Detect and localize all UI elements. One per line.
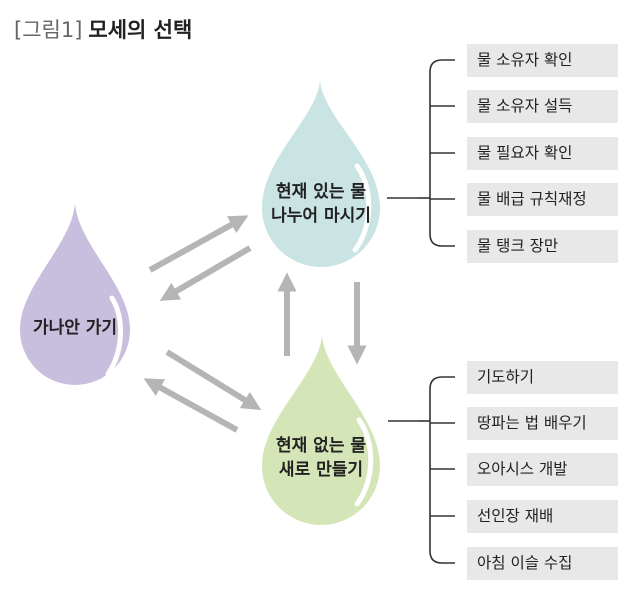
arrow-left-to-top	[148, 215, 249, 273]
bottom-item-3: 오아시스 개발	[467, 453, 618, 486]
drop-left-highlight	[105, 295, 123, 377]
top-item-4: 물 배급 규칙재정	[467, 183, 618, 216]
drop-top-highlight	[352, 163, 372, 253]
bottom-item-1: 기도하기	[467, 361, 618, 394]
node-bottom-line-2: 새로 만들기	[278, 460, 364, 480]
node-top-label: 현재 있는 물 나누어 마시기	[271, 180, 371, 228]
figure-number: [그림1]	[14, 18, 83, 42]
node-left-line-1: 가나안 가기	[32, 318, 118, 338]
drop-bottom	[262, 335, 380, 525]
top-item-1: 물 소유자 확인	[467, 44, 618, 77]
node-top-line-2: 나누어 마시기	[271, 206, 371, 226]
drop-bottom-highlight	[354, 417, 374, 507]
node-top-line-1: 현재 있는 물	[275, 182, 367, 202]
node-bottom-label: 현재 없는 물 새로 만들기	[276, 434, 366, 482]
bottom-item-4: 선인장 재배	[467, 500, 618, 533]
bottom-item-5: 아침 이슬 수집	[467, 547, 618, 580]
bracket-top	[387, 59, 455, 247]
node-left-label: 가나안 가기	[33, 316, 117, 340]
figure-title: [그림1]모세의 선택	[14, 14, 192, 44]
top-item-2: 물 소유자 설득	[467, 90, 618, 123]
drop-left	[20, 203, 130, 385]
figure-title-text: 모세의 선택	[88, 18, 193, 42]
arrow-left-to-bottom	[165, 349, 262, 411]
top-item-3: 물 필요자 확인	[467, 137, 618, 170]
drop-top	[262, 80, 380, 267]
arrow-bottom-to-left	[143, 378, 239, 433]
bottom-item-2: 땅파는 법 배우기	[467, 407, 618, 440]
arrows	[143, 215, 367, 433]
bracket-bottom	[388, 376, 455, 564]
arrow-top-to-left	[159, 245, 252, 301]
node-bottom-line-1: 현재 없는 물	[275, 436, 367, 456]
top-item-5: 물 탱크 장만	[467, 230, 618, 263]
